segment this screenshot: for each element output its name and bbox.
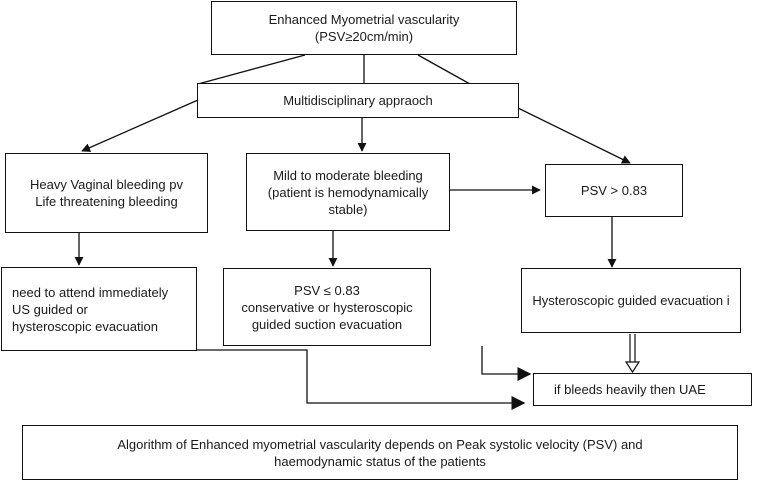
- box-hysteroscopic-evacuation: Hysteroscopic guided evacuation i: [521, 268, 741, 333]
- box-uae: if bleeds heavily then UAE: [533, 373, 752, 406]
- arrow-to-psv-high: [517, 107, 631, 164]
- connector-top-right: [417, 54, 471, 85]
- figure-caption-line1: Algorithm of Enhanced myometrial vascula…: [117, 436, 643, 452]
- connector-top-left: [197, 54, 306, 85]
- box-enhanced-vascularity-line2: (PSV≥20cm/min): [314, 29, 414, 44]
- box-mild-bleeding-line3: stable): [328, 201, 368, 217]
- double-arrow-head: [624, 361, 641, 374]
- figure-caption: Algorithm of Enhanced myometrial vascula…: [22, 425, 738, 480]
- box-heavy-bleeding-line1: Heavy Vaginal bleeding pv: [30, 177, 183, 192]
- box-heavy-bleeding-line2: Life threatening bleeding: [35, 194, 178, 209]
- box-psv-low: PSV ≤ 0.83 conservative or hysteroscopic…: [223, 268, 431, 346]
- box-immediate-evacuation-line2: US guided or: [12, 301, 88, 317]
- box-psv-low-line2: conservative or hysteroscopic: [241, 299, 413, 315]
- box-multidisciplinary-label: Multidisciplinary appraoch: [283, 93, 433, 108]
- box-enhanced-vascularity: Enhanced Myometrial vascularity (PSV≥20c…: [211, 1, 517, 55]
- figure-caption-line2: haemodynamic status of the patients: [274, 453, 486, 469]
- box-psv-low-line3: guided suction evacuation: [251, 316, 403, 332]
- box-uae-label: if bleeds heavily then UAE: [554, 382, 706, 397]
- arrow-psv-low-to-uae: [481, 346, 532, 381]
- arrow-to-heavy: [81, 99, 199, 152]
- box-immediate-evacuation: need to attend immediately US guided or …: [1, 267, 197, 351]
- box-heavy-bleeding: Heavy Vaginal bleeding pv Life threateni…: [5, 153, 208, 233]
- box-mild-bleeding: Mild to moderate bleeding (patient is he…: [246, 153, 450, 231]
- arrow-immediate-to-uae: [196, 349, 526, 410]
- box-psv-high: PSV > 0.83: [545, 164, 683, 217]
- box-multidisciplinary: Multidisciplinary appraoch: [197, 83, 519, 118]
- box-hysteroscopic-evacuation-label: Hysteroscopic guided evacuation i: [532, 293, 730, 308]
- box-psv-low-line1: PSV ≤ 0.83: [294, 282, 360, 298]
- box-mild-bleeding-line1: Mild to moderate bleeding: [273, 167, 423, 183]
- box-mild-bleeding-line2: (patient is hemodynamically: [267, 184, 429, 200]
- box-psv-high-label: PSV > 0.83: [580, 183, 648, 198]
- box-immediate-evacuation-line1: need to attend immediately: [12, 284, 169, 300]
- box-immediate-evacuation-line3: hysteroscopic evacuation: [12, 318, 158, 334]
- box-enhanced-vascularity-line1: Enhanced Myometrial vascularity: [268, 12, 460, 27]
